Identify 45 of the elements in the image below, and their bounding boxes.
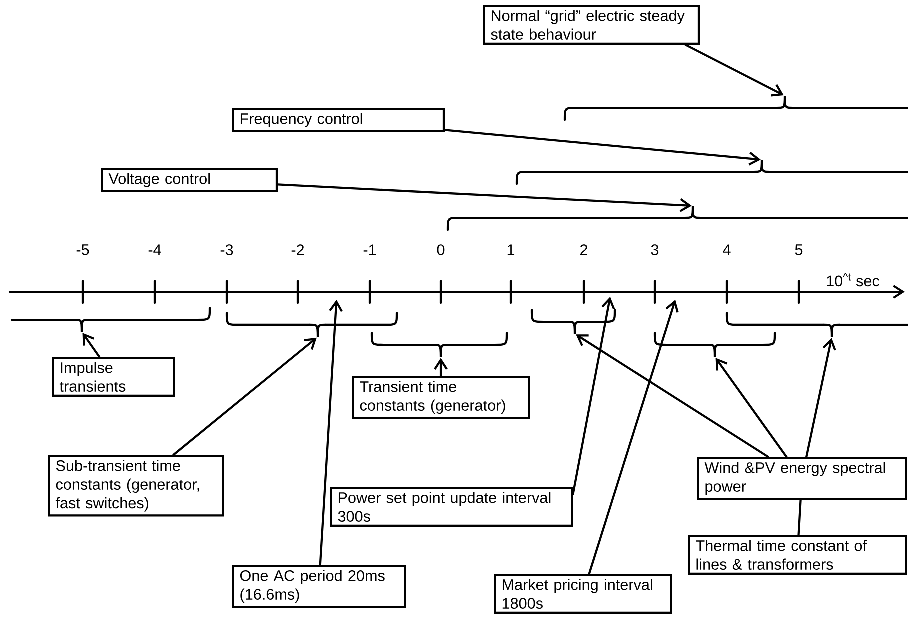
arrow bbox=[684, 44, 784, 97]
brace-tip bbox=[706, 344, 724, 358]
tick-label: -4 bbox=[148, 244, 162, 256]
arrow bbox=[444, 129, 761, 166]
text-box: One AC period 20ms (16.6ms) bbox=[232, 565, 406, 608]
tick-label: -1 bbox=[364, 244, 376, 256]
axis-label: 10$^{^t}$ sec bbox=[827, 273, 880, 287]
connector-line bbox=[798, 499, 802, 536]
arrow bbox=[277, 184, 692, 212]
brace-tip bbox=[308, 324, 328, 338]
arrow bbox=[434, 358, 448, 378]
brace-tip bbox=[822, 324, 842, 338]
tick-label: 2 bbox=[580, 244, 588, 256]
text-box: Thermal time constant of lines & transformers bbox=[688, 535, 908, 576]
text-box: Power set point update interval 300s bbox=[330, 487, 574, 528]
arrow bbox=[716, 358, 788, 458]
tick-label: 5 bbox=[795, 244, 803, 256]
arrow bbox=[806, 338, 836, 458]
tick-label: 4 bbox=[723, 244, 731, 256]
text-box: Voltage control bbox=[101, 168, 278, 192]
text-box: Normal “grid” electric steady state behaviour bbox=[483, 5, 700, 46]
text-box: Wind &PV energy spectral power bbox=[697, 457, 908, 500]
tick-label: -5 bbox=[76, 244, 90, 256]
tick-label: -3 bbox=[220, 244, 234, 256]
text-box: Sub-transient time constants (generator, fast switches) bbox=[48, 455, 224, 517]
tick-label: 0 bbox=[437, 244, 445, 256]
text-box: Market pricing interval 1800s bbox=[494, 574, 672, 614]
text-box: Transient time constants (generator) bbox=[352, 376, 530, 420]
arrow bbox=[82, 333, 101, 358]
tick-label: 1 bbox=[508, 244, 515, 256]
arrow bbox=[576, 334, 770, 458]
tick-label: 3 bbox=[651, 244, 659, 256]
arrow bbox=[172, 338, 317, 456]
brace-tip bbox=[566, 320, 584, 336]
brace-tip bbox=[776, 94, 794, 110]
text-box: Frequency control bbox=[232, 108, 446, 132]
brace-tip bbox=[752, 158, 772, 174]
brace-tip bbox=[432, 344, 450, 358]
arrow bbox=[588, 300, 679, 576]
tick-label: -2 bbox=[292, 244, 304, 256]
arrow bbox=[319, 300, 343, 566]
arrow bbox=[572, 297, 616, 496]
brace-tip bbox=[684, 204, 702, 220]
brace-tip bbox=[72, 318, 92, 334]
text-box: Impulse transients bbox=[52, 357, 176, 398]
